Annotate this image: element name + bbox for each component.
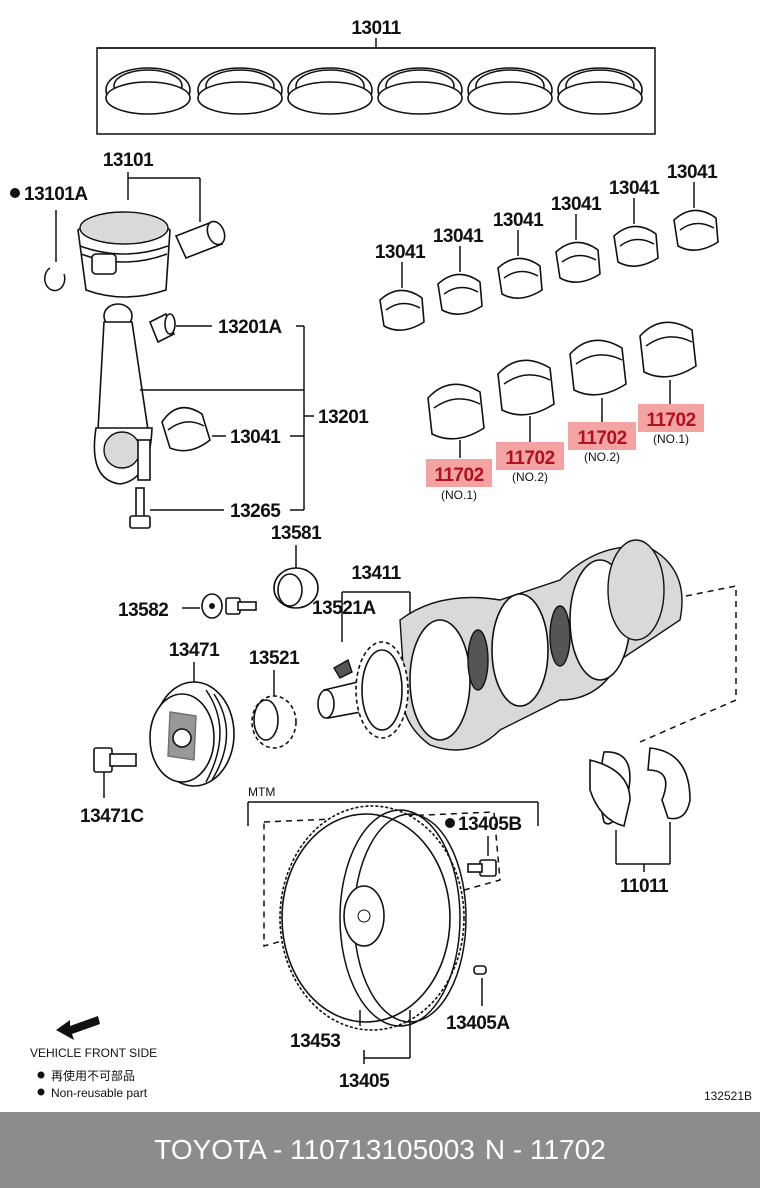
legend-english: Non-reusable part: [51, 1086, 148, 1100]
label-13405[interactable]: 13405: [339, 1071, 391, 1092]
crank-timing-sprocket[interactable]: [355, 641, 409, 739]
rod-bolt[interactable]: [129, 487, 151, 529]
non-reusable-dot-icon: [37, 1071, 45, 1079]
crank-bearing-1[interactable]: [427, 383, 485, 440]
main-bearing-upper-5[interactable]: [613, 225, 659, 267]
label-13041-6[interactable]: 13041: [667, 162, 719, 183]
ring-3: [287, 67, 373, 115]
main-bearing-upper-4[interactable]: [555, 241, 601, 283]
label-13453[interactable]: 13453: [290, 1031, 341, 1052]
label-13101A[interactable]: 13101A: [24, 184, 89, 205]
piston-ring-set[interactable]: [96, 38, 656, 135]
bolt-13582[interactable]: [225, 597, 257, 615]
label-no1-a: (NO.1): [441, 488, 477, 502]
vehicle-front-side-text: VEHICLE FRONT SIDE: [30, 1046, 157, 1060]
non-reusable-dot-icon: [10, 188, 20, 198]
washer-13582[interactable]: [201, 593, 223, 619]
label-13041-2[interactable]: 13041: [433, 226, 485, 247]
label-no2-c: (NO.2): [584, 450, 620, 464]
diagram-code: 132521B: [704, 1089, 752, 1103]
crank-bearing-2[interactable]: [497, 359, 555, 416]
thrust-washer-1[interactable]: [589, 751, 631, 827]
main-bearing-upper-3[interactable]: [497, 257, 543, 299]
label-13471C[interactable]: 13471C: [80, 806, 145, 827]
label-13582[interactable]: 13582: [118, 600, 169, 621]
parts-diagram: 13011 13101 13101A 13201A 13201: [10, 18, 752, 1103]
main-bearing-upper-2[interactable]: [437, 273, 483, 315]
label-11702-b[interactable]: 11702: [505, 448, 555, 469]
label-11702-d[interactable]: 11702: [646, 410, 696, 431]
highlight-box: [426, 459, 492, 487]
flywheel-bolt[interactable]: [467, 859, 497, 877]
crank-sprocket-13581[interactable]: [273, 567, 319, 609]
ring-6: [557, 67, 643, 115]
footer-part-number: TOYOTA - 110713105003: [154, 1134, 475, 1165]
label-11702-a[interactable]: 11702: [434, 465, 484, 486]
flywheel[interactable]: [279, 805, 467, 1031]
label-13411[interactable]: 13411: [351, 563, 402, 584]
thrust-washer-2[interactable]: [647, 747, 691, 820]
ring-5: [467, 67, 553, 115]
label-13041-5[interactable]: 13041: [609, 178, 661, 199]
sprocket-13521[interactable]: [251, 695, 297, 749]
label-13521[interactable]: 13521: [249, 648, 301, 669]
label-13041-1[interactable]: 13041: [375, 242, 427, 263]
footer-bar: TOYOTA - 110713105003 N - 11702: [0, 1112, 760, 1188]
crankshaft[interactable]: [399, 539, 683, 751]
ring-4: [377, 67, 463, 115]
label-13405A[interactable]: 13405A: [446, 1013, 511, 1034]
label-13041-3[interactable]: 13041: [493, 210, 545, 231]
label-13201[interactable]: 13201: [318, 407, 370, 428]
woodruff-key[interactable]: [333, 658, 353, 679]
label-13041-4[interactable]: 13041: [551, 194, 603, 215]
rod-bearing[interactable]: [161, 406, 211, 452]
snap-ring[interactable]: [44, 267, 66, 292]
label-13101[interactable]: 13101: [103, 150, 155, 171]
label-11702-c[interactable]: 11702: [577, 428, 627, 449]
label-13405B[interactable]: 13405B: [458, 814, 522, 835]
label-no1-d: (NO.1): [653, 432, 689, 446]
label-mtm: MTM: [248, 785, 275, 799]
crank-bearing-4[interactable]: [639, 321, 697, 378]
label-11011[interactable]: 11011: [620, 876, 670, 897]
piston-pin[interactable]: [174, 219, 228, 260]
label-no2-b: (NO.2): [512, 470, 548, 484]
front-arrow-icon: [56, 1016, 100, 1040]
label-13201A[interactable]: 13201A: [218, 317, 283, 338]
dowel-pin[interactable]: [473, 965, 487, 975]
main-bearing-upper-1[interactable]: [379, 289, 425, 331]
label-13265[interactable]: 13265: [230, 501, 282, 522]
connecting-rod[interactable]: [93, 303, 153, 485]
label-13041-rod[interactable]: 13041: [230, 427, 282, 448]
main-bearing-upper-6[interactable]: [673, 209, 719, 251]
crank-bearing-3[interactable]: [569, 339, 627, 396]
rod-small-end-bushing[interactable]: [148, 312, 176, 344]
crankshaft-pulley[interactable]: [149, 681, 235, 787]
non-reusable-dot-icon: [37, 1088, 45, 1096]
highlight-box: [568, 422, 636, 450]
piston[interactable]: [77, 211, 171, 298]
footer-code: N - 11702: [484, 1134, 606, 1165]
highlight-box: [496, 442, 564, 470]
pulley-bolt-13471C[interactable]: [93, 747, 137, 773]
label-13471[interactable]: 13471: [169, 640, 221, 661]
ring-1: [105, 67, 191, 115]
legend-japanese: 再使用不可部品: [51, 1068, 135, 1083]
label-13011[interactable]: 13011: [351, 18, 402, 39]
label-13581[interactable]: 13581: [271, 523, 323, 544]
label-13521A[interactable]: 13521A: [312, 598, 377, 619]
highlight-box: [638, 404, 704, 432]
non-reusable-dot-icon: [445, 818, 455, 828]
ring-2: [197, 67, 283, 115]
